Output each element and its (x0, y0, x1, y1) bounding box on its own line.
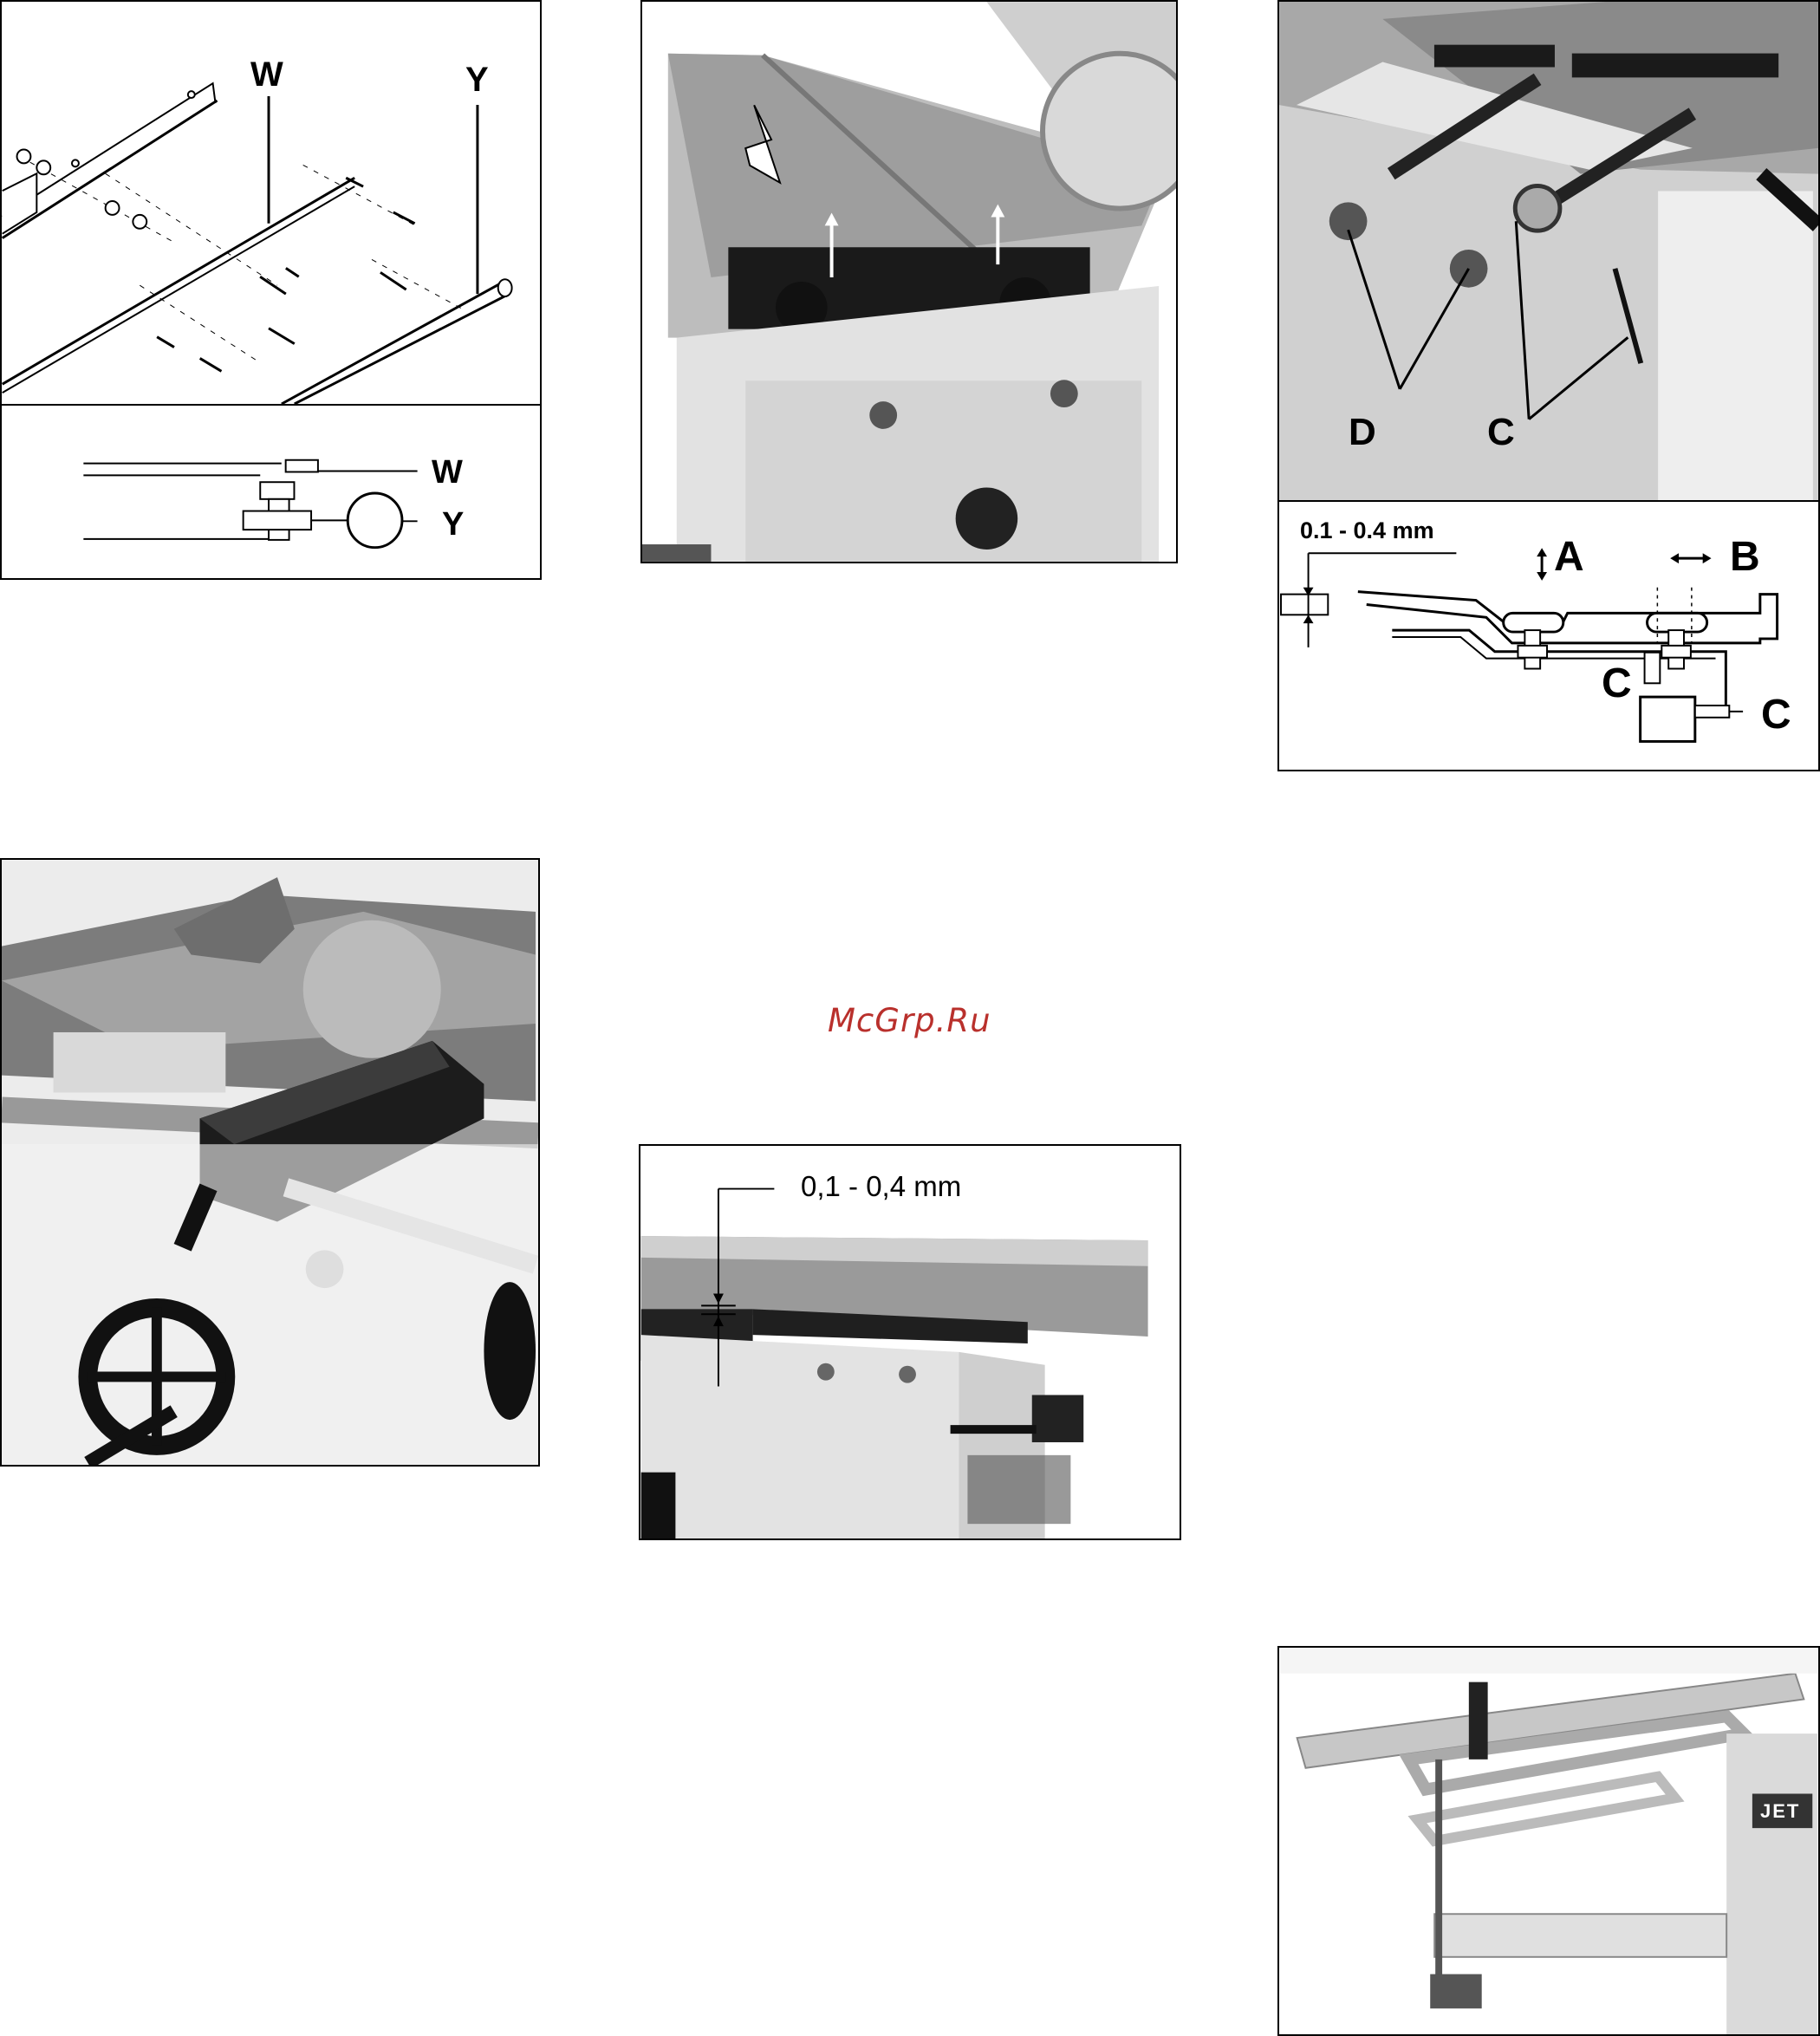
sliding-frame-photo: JET (1277, 1646, 1820, 2036)
label-b: B (1730, 537, 1760, 578)
label-d: D (1349, 413, 1376, 452)
rip-fence-photo (0, 858, 540, 1467)
table-photo-svg (642, 2, 1176, 562)
gap-photo-svg (640, 1146, 1180, 1538)
label-a: A (1554, 537, 1584, 578)
section-label-w: W (432, 456, 463, 489)
gap-measure-label: 0.1 - 0.4 mm (1300, 519, 1434, 543)
label-y: Y (465, 62, 489, 97)
clamp-section-drawing: 0.1 - 0.4 mm A B C C (1277, 500, 1820, 771)
label-c-upper: C (1602, 663, 1632, 705)
label-w: W (250, 57, 283, 92)
fence-photo-svg (2, 860, 538, 1465)
brand-badge: JET (1760, 1802, 1800, 1821)
table-extension-photo (640, 0, 1178, 563)
gap-measure-photo: 0,1 - 0,4 mm (639, 1144, 1181, 1540)
clamp-adjust-photo: D C (1277, 0, 1820, 503)
rail-section-svg (2, 406, 540, 578)
watermark: McGrp.Ru (828, 1002, 991, 1039)
section-label-y: Y (442, 508, 464, 541)
rail-exploded-drawing: W Y (0, 0, 542, 406)
rail-section-drawing: W Y (0, 404, 542, 580)
frame-photo-svg (1279, 1648, 1818, 2034)
label-c-lower: C (1761, 694, 1791, 736)
gap-photo-measure-label: 0,1 - 0,4 mm (801, 1172, 961, 1200)
label-c: C (1487, 413, 1515, 452)
